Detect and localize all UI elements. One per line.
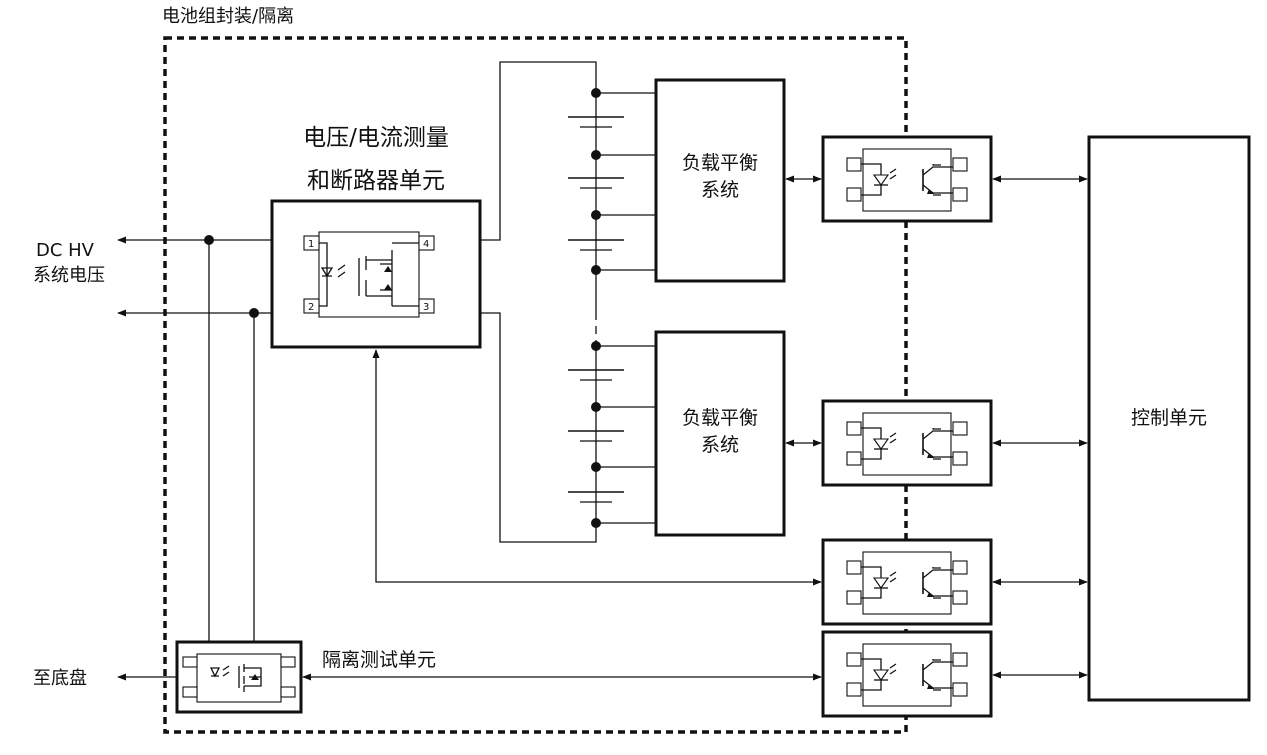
balancing-system-2-line1: 负载平衡 — [682, 407, 758, 429]
battery-string — [480, 61, 656, 543]
enclosure-label: 电池组封装/隔离 — [162, 6, 294, 27]
dc-hv-label-line1: DC HV — [36, 240, 95, 261]
measurement-unit-title-line1: 电压/电流测量 — [303, 125, 449, 151]
balancing-system-2-line2: 系统 — [701, 434, 739, 456]
pin-4-label: 4 — [423, 239, 429, 250]
isolation-test-unit: 隔离测试单元 — [175, 640, 436, 714]
balancing-system-2: 负载平衡 系统 — [654, 330, 786, 537]
measurement-breaker-unit: 电压/电流测量 和断路器单元 1 2 3 4 — [270, 125, 482, 349]
balancing-system-1-line1: 负载平衡 — [682, 152, 758, 174]
optocoupler-3 — [821, 538, 993, 626]
control-unit: 控制单元 — [1087, 135, 1251, 702]
optocoupler-2 — [821, 399, 993, 487]
enclosure-boundary — [163, 36, 908, 734]
pin-3-label: 3 — [423, 302, 429, 313]
pin-1-label: 1 — [308, 239, 314, 250]
balancing-system-1-line2: 系统 — [701, 179, 739, 201]
optocoupler-4 — [821, 630, 993, 718]
pin-2-label: 2 — [308, 302, 314, 313]
measurement-unit-title-line2: 和断路器单元 — [307, 168, 445, 194]
isolation-test-unit-label: 隔离测试单元 — [322, 649, 436, 671]
dc-hv-label-line2: 系统电压 — [33, 265, 105, 286]
control-unit-label: 控制单元 — [1131, 407, 1207, 429]
link-measurement-opto3 — [372, 349, 822, 586]
chassis-label: 至底盘 — [33, 668, 87, 689]
balancing-system-1: 负载平衡 系统 — [654, 78, 786, 283]
optocoupler-1 — [821, 135, 993, 223]
